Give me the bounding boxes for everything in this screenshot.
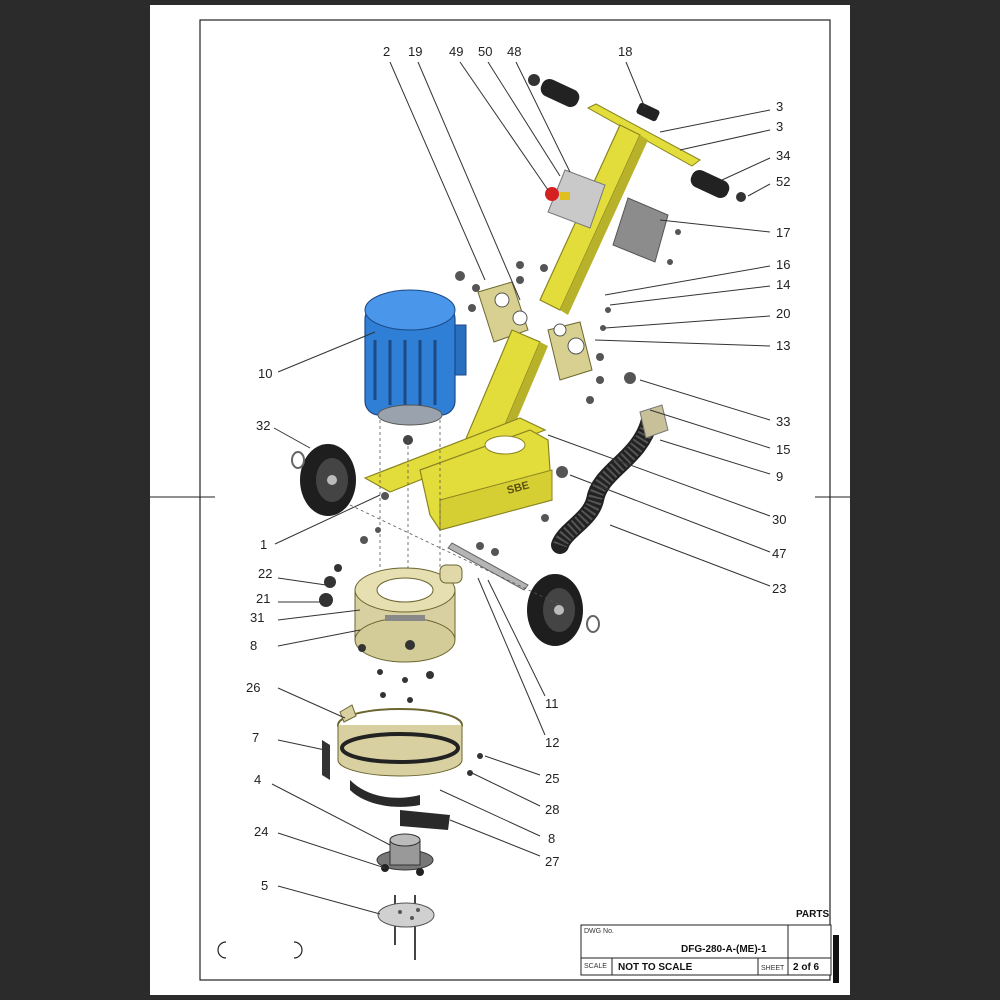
svg-text:SBE: SBE — [506, 479, 531, 496]
emergency-stop-button — [545, 187, 559, 201]
wheel-right — [527, 574, 600, 646]
sheet-value: 2 of 6 — [793, 962, 820, 973]
callout-5: 5 — [261, 878, 268, 893]
sheet-label: SHEET — [761, 965, 785, 972]
callout-24: 24 — [254, 824, 268, 839]
dwg-no-label: DWG No. — [584, 928, 614, 935]
callout-3a: 3 — [776, 99, 783, 114]
callout-1: 1 — [260, 537, 267, 552]
callout-34: 34 — [776, 148, 790, 163]
callout-27: 27 — [545, 854, 559, 869]
leader-lines — [271, 61, 771, 915]
callout-52: 52 — [776, 174, 790, 189]
callout-15: 15 — [776, 442, 790, 457]
vacuum-hose — [551, 411, 659, 554]
callout-labels: 2 19 49 50 48 18 3 3 34 52 17 16 14 20 1… — [246, 44, 790, 893]
drive-hub — [376, 833, 434, 876]
callout-14: 14 — [776, 277, 790, 292]
callout-31: 31 — [250, 610, 264, 625]
callout-48: 48 — [507, 44, 521, 59]
drawing-frame — [199, 19, 831, 981]
callout-32: 32 — [256, 418, 270, 433]
hinge-bracket-left — [477, 281, 529, 343]
callout-8a: 8 — [250, 638, 257, 653]
callout-47: 47 — [772, 546, 786, 561]
callout-3b: 3 — [776, 119, 783, 134]
callout-22: 22 — [258, 566, 272, 581]
callout-21: 21 — [256, 591, 270, 606]
handle-grip-left — [540, 79, 580, 107]
callout-33: 33 — [776, 414, 790, 429]
callout-16: 16 — [776, 257, 790, 272]
section-title: PARTS — [796, 909, 829, 920]
bumper-ring — [337, 708, 463, 777]
callout-10: 10 — [258, 366, 272, 381]
callout-19: 19 — [408, 44, 422, 59]
callout-4: 4 — [254, 772, 261, 787]
callout-20: 20 — [776, 306, 790, 321]
callout-13: 13 — [776, 338, 790, 353]
handle-grip-right — [690, 170, 730, 198]
callout-12: 12 — [545, 735, 559, 750]
grinder-assembly-illustration: SBE — [291, 74, 746, 960]
callout-8b: 8 — [548, 831, 555, 846]
scale-label: SCALE — [584, 963, 607, 970]
callout-28: 28 — [545, 802, 559, 817]
title-block: PARTS DWG No. DFG-280-A-(ME)-1 SCALE NOT… — [580, 909, 839, 983]
dwg-no-value: DFG-280-A-(ME)-1 — [681, 944, 767, 955]
callout-23: 23 — [772, 581, 786, 596]
side-plate — [322, 740, 330, 780]
callout-25: 25 — [545, 771, 559, 786]
electric-motor — [364, 289, 467, 445]
callout-11: 11 — [545, 696, 559, 711]
scale-value: NOT TO SCALE — [618, 962, 693, 973]
tool-plate — [377, 895, 435, 960]
callout-18: 18 — [618, 44, 632, 59]
callout-17: 17 — [776, 225, 790, 240]
right-dark-margin — [850, 0, 1000, 1000]
callout-2: 2 — [383, 44, 390, 59]
callout-49: 49 — [449, 44, 463, 59]
cover-plate — [612, 197, 669, 263]
callout-50: 50 — [478, 44, 492, 59]
grinding-head-housing — [354, 564, 463, 663]
callout-7: 7 — [252, 730, 259, 745]
callout-26: 26 — [246, 680, 260, 695]
callout-30: 30 — [772, 512, 786, 527]
callout-9: 9 — [776, 469, 783, 484]
wheel-left — [291, 444, 356, 516]
left-dark-margin — [0, 0, 150, 1000]
